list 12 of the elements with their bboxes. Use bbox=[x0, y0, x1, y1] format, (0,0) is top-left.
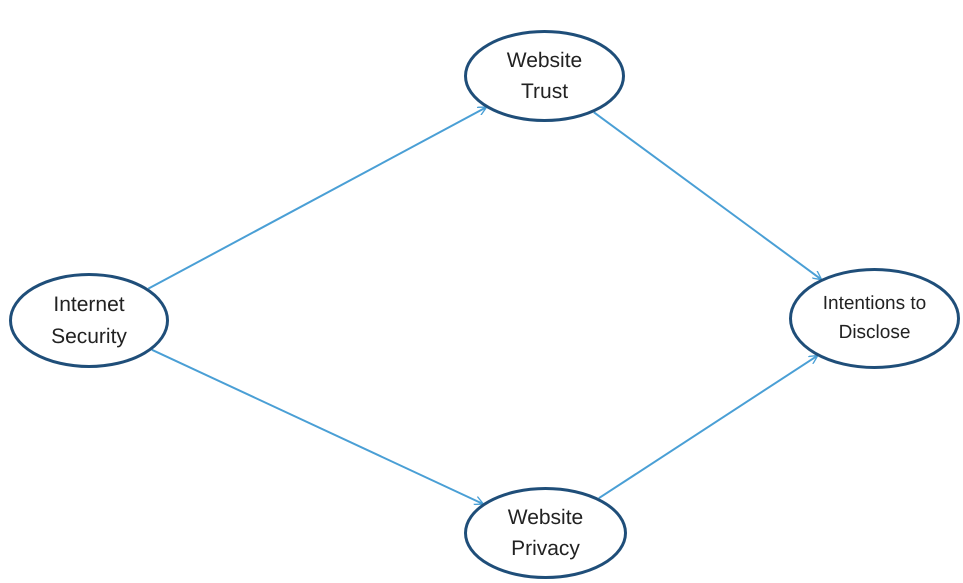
node-label: Internet Security bbox=[50, 292, 128, 350]
node-label: Intentions to Disclose bbox=[822, 292, 928, 344]
ellipse-node bbox=[464, 487, 627, 579]
arrow bbox=[593, 112, 822, 280]
arrow bbox=[598, 354, 819, 500]
ellipse-node bbox=[789, 268, 960, 369]
arrow bbox=[148, 106, 488, 290]
arrow bbox=[152, 348, 484, 506]
ellipse-node bbox=[9, 273, 169, 368]
node-label: Website Trust bbox=[506, 48, 584, 105]
node-label: Website Privacy bbox=[506, 504, 584, 562]
ellipse-node bbox=[464, 30, 625, 122]
